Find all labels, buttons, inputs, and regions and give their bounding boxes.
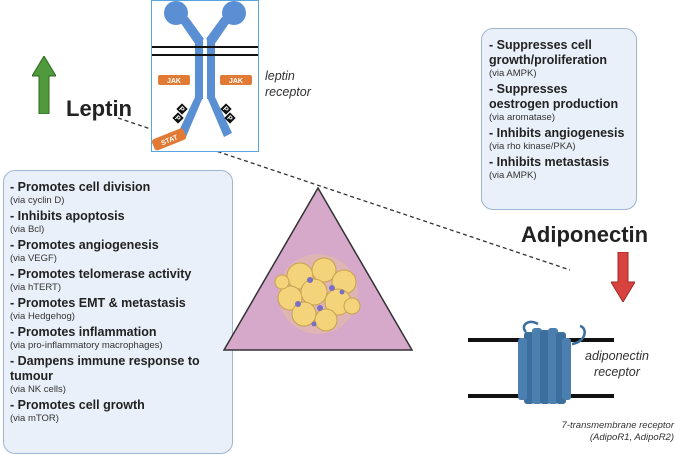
leptin-receptor-icon: JAK JAK P P P P STAT [152, 1, 258, 151]
adiponectin-receptor-label: adiponectin receptor [585, 348, 649, 380]
effect-mechanism: (via rho kinase/PKA) [489, 141, 576, 152]
effect-mechanism: (via NK cells) [10, 384, 66, 395]
tumour-triangle [222, 186, 414, 351]
effect-item: - Promotes cell division(via cyclin D) [10, 180, 226, 207]
adiponectin-decrease-arrow-icon [611, 252, 635, 302]
p-tag-3: P [221, 106, 229, 114]
effect-title: - Dampens immune response to tumour [10, 354, 200, 383]
p-tag-4: P [225, 115, 233, 123]
effect-title: - Promotes inflammation [10, 325, 157, 339]
jak-left-label: JAK [167, 78, 181, 85]
leptin-receptor-label-line2: receptor [265, 85, 311, 99]
leptin-receptor-label-line1: leptin [265, 69, 295, 83]
leptin-effects-list: - Promotes cell division(via cyclin D)- … [10, 180, 226, 425]
leptin-effects-box: - Promotes cell division(via cyclin D)- … [3, 170, 233, 454]
adiponectin-receptor-icon [468, 320, 614, 404]
effect-title: - Promotes cell growth [10, 398, 145, 412]
adiponectin-receptor-label-line1: adiponectin [585, 349, 649, 363]
effect-title: - Promotes telomerase activity [10, 267, 192, 281]
effect-item: - Dampens immune response to tumour(via … [10, 354, 226, 396]
effect-mechanism: (via hTERT) [10, 282, 62, 293]
effect-mechanism: (via AMPK) [489, 170, 537, 181]
effect-mechanism: (via aromatase) [489, 112, 555, 123]
effect-item: - Promotes inflammation(via pro-inflamma… [10, 325, 226, 352]
effect-title: - Inhibits apoptosis [10, 209, 125, 223]
effect-item: - Inhibits angiogenesis(via rho kinase/P… [489, 126, 630, 153]
p-tag-1: P [177, 106, 185, 114]
leptin-receptor-panel: JAK JAK P P P P STAT [151, 0, 259, 152]
effect-title: - Promotes EMT & metastasis [10, 296, 186, 310]
effect-item: - Inhibits apoptosis(via Bcl) [10, 209, 226, 236]
effect-title: - Promotes angiogenesis [10, 238, 159, 252]
effect-mechanism: (via pro-inflammatory macrophages) [10, 340, 163, 351]
effect-mechanism: (via Hedgehog) [10, 311, 75, 322]
leptin-increase-arrow-icon [32, 56, 56, 114]
jak-right-label: JAK [229, 78, 243, 85]
receptor-type-line1: 7-transmembrane receptor [561, 420, 674, 431]
effect-title: - Inhibits angiogenesis [489, 126, 625, 140]
effect-item: - Inhibits metastasis(via AMPK) [489, 155, 630, 182]
p-tag-2: P [173, 115, 181, 123]
adiponectin-effects-box: - Suppresses cell growth/proliferation(v… [481, 28, 637, 210]
effect-title: - Suppresses oestrogen production [489, 82, 619, 111]
effect-item: - Promotes cell growth(via mTOR) [10, 398, 226, 425]
receptor-type-line2: (AdipoR1, AdipoR2) [589, 432, 674, 443]
adiponectin-receptor-type: 7-transmembrane receptor (AdipoR1, Adipo… [530, 420, 674, 444]
effect-mechanism: (via AMPK) [489, 68, 537, 79]
effect-mechanism: (via mTOR) [10, 413, 59, 424]
effect-title: - Inhibits metastasis [489, 155, 610, 169]
effect-item: - Promotes telomerase activity(via hTERT… [10, 267, 226, 294]
effect-item: - Promotes angiogenesis(via VEGF) [10, 238, 226, 265]
effect-mechanism: (via cyclin D) [10, 195, 65, 206]
tumour-cell-cluster-icon [274, 254, 361, 334]
effect-title: - Promotes cell division [10, 180, 151, 194]
leptin-title: Leptin [66, 96, 132, 121]
adiponectin-effects-list: - Suppresses cell growth/proliferation(v… [489, 38, 630, 182]
leptin-receptor-label: leptin receptor [265, 68, 311, 100]
effect-mechanism: (via Bcl) [10, 224, 45, 235]
adiponectin-title: Adiponectin [521, 222, 649, 247]
effect-item: - Suppresses cell growth/proliferation(v… [489, 38, 630, 80]
effect-mechanism: (via VEGF) [10, 253, 57, 264]
effect-title: - Suppresses cell growth/proliferation [489, 38, 608, 67]
adiponectin-receptor-label-line2: receptor [594, 365, 640, 379]
effect-item: - Promotes EMT & metastasis(via Hedgehog… [10, 296, 226, 323]
effect-item: - Suppresses oestrogen production(via ar… [489, 82, 630, 124]
